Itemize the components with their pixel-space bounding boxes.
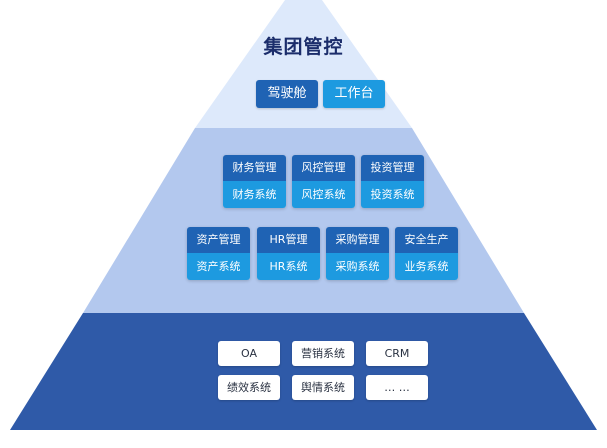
module-card-management-label: 风控管理: [292, 155, 355, 181]
module-card-finance[interactable]: 财务管理 财务系统: [223, 155, 286, 208]
pyramid-tier-top: [195, 0, 412, 128]
system-box-crm[interactable]: CRM: [366, 341, 428, 366]
module-card-assets[interactable]: 资产管理 资产系统: [187, 227, 250, 280]
pyramid-tier-bottom: [10, 313, 597, 430]
workbench-button[interactable]: 工作台: [323, 80, 385, 108]
module-card-management-label: 财务管理: [223, 155, 286, 181]
module-card-safety[interactable]: 安全生产 业务系统: [395, 227, 458, 280]
module-card-system-label: 投资系统: [361, 181, 424, 208]
system-box-public-opinion[interactable]: 舆情系统: [292, 375, 354, 400]
module-card-management-label: 投资管理: [361, 155, 424, 181]
cockpit-button[interactable]: 驾驶舱: [256, 80, 318, 108]
module-card-management-label: HR管理: [257, 227, 320, 253]
system-box-oa[interactable]: OA: [218, 341, 280, 366]
module-card-management-label: 资产管理: [187, 227, 250, 253]
module-card-system-label: HR系统: [257, 253, 320, 280]
module-card-system-label: 业务系统: [395, 253, 458, 280]
system-box-performance[interactable]: 绩效系统: [218, 375, 280, 400]
module-card-management-label: 安全生产: [395, 227, 458, 253]
system-box-more[interactable]: … …: [366, 375, 428, 400]
module-card-risk[interactable]: 风控管理 风控系统: [292, 155, 355, 208]
module-card-system-label: 资产系统: [187, 253, 250, 280]
module-card-system-label: 采购系统: [326, 253, 389, 280]
module-card-system-label: 风控系统: [292, 181, 355, 208]
module-card-procurement[interactable]: 采购管理 采购系统: [326, 227, 389, 280]
pyramid-title: 集团管控: [263, 36, 344, 58]
system-box-marketing[interactable]: 营销系统: [292, 341, 354, 366]
module-card-management-label: 采购管理: [326, 227, 389, 253]
module-card-system-label: 财务系统: [223, 181, 286, 208]
module-card-investment[interactable]: 投资管理 投资系统: [361, 155, 424, 208]
module-card-hr[interactable]: HR管理 HR系统: [257, 227, 320, 280]
